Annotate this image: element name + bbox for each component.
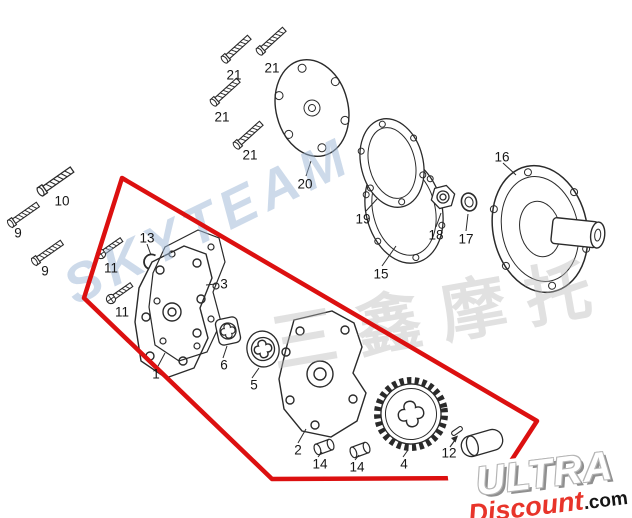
cover-plate-20 <box>274 58 350 158</box>
logo-com-text: .com <box>582 487 630 514</box>
pin-12-arrowhead <box>451 435 458 443</box>
leader-lines <box>146 160 517 461</box>
drive-gear-4 <box>374 377 448 451</box>
pump-cover-2 <box>278 310 367 438</box>
oring-17 <box>460 192 478 212</box>
pump-body-1 <box>134 245 213 379</box>
gasket-19 <box>357 118 427 208</box>
gasket-3 <box>148 229 226 362</box>
dowel-14-a <box>313 438 335 456</box>
pin-12 <box>451 425 463 437</box>
inner-rotor-6 <box>214 316 242 346</box>
outer-rotor-5 <box>246 330 280 368</box>
housing-16 <box>489 164 606 294</box>
highlight-outline <box>81 175 540 482</box>
nut-18 <box>430 184 456 210</box>
shaft-7 <box>460 428 504 458</box>
dowel-14-b <box>349 441 371 459</box>
